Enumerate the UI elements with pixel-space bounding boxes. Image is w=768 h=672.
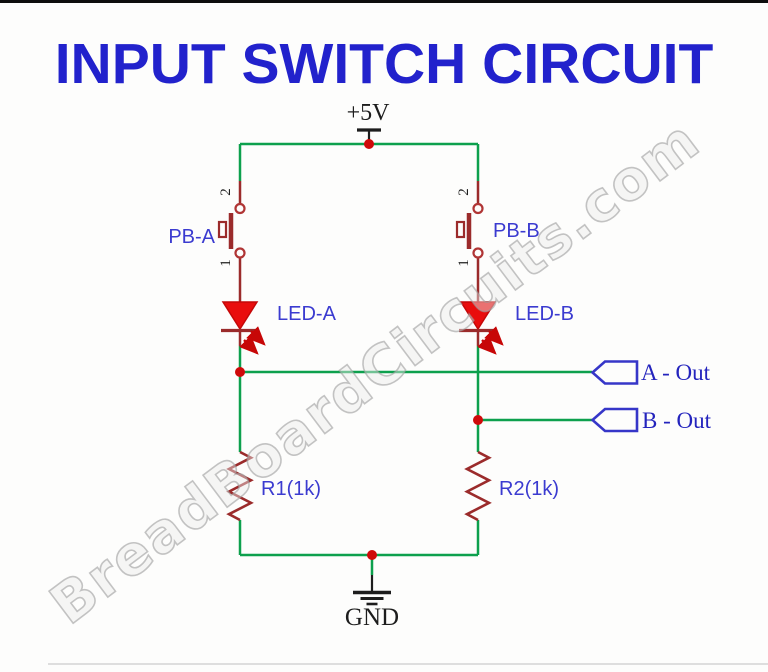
ledb-arrow-1	[484, 326, 504, 346]
pushbutton-a-symbol	[217, 202, 246, 259]
resistor-r1-label: R1(1k)	[261, 478, 322, 500]
ledb-diode-triangle	[459, 301, 497, 331]
b-out-label: B - Out	[642, 408, 711, 433]
led-b-symbol	[459, 301, 504, 355]
wires-net	[238, 142, 592, 575]
ground-label: GND	[344, 604, 400, 631]
ledb-emission-arrows	[477, 326, 504, 355]
pba-terminal-1	[234, 247, 246, 259]
pbb-terminal-1	[472, 247, 484, 259]
component-pins	[238, 181, 480, 346]
pbb-button-cap	[455, 220, 466, 239]
pba-pin1-number: 1	[218, 259, 234, 267]
power-label: +5V	[346, 100, 390, 126]
pushbutton-b-label: PB-B	[493, 220, 540, 242]
junction-ground	[367, 550, 377, 560]
page-title: INPUT SWITCH CIRCUIT	[54, 32, 714, 96]
ground-symbol	[353, 575, 391, 606]
pushbutton-a-label: PB-A	[168, 226, 215, 248]
leda-arrow-2	[239, 335, 259, 355]
led-b-label: LED-B	[515, 303, 574, 325]
pbb-pin2-number: 2	[456, 188, 472, 196]
bottom-divider-line	[48, 663, 768, 665]
b-out-terminal-tag	[590, 407, 639, 433]
resistor-r1-symbol	[226, 450, 254, 522]
pba-pin2-number: 2	[218, 188, 234, 196]
a-out-label: A - Out	[641, 360, 710, 385]
resistor-r2-label: R2(1k)	[499, 478, 560, 500]
leda-arrow-1	[246, 326, 266, 346]
junction-a-out	[235, 367, 245, 377]
output-tags	[590, 360, 639, 433]
pba-button-cap	[217, 220, 228, 239]
ledb-arrow-2	[477, 335, 497, 355]
junction-power	[364, 139, 374, 149]
junction-dots	[235, 139, 483, 560]
led-a-label: LED-A	[277, 303, 336, 325]
leda-emission-arrows	[239, 326, 266, 355]
pbb-terminal-2	[472, 202, 484, 215]
leda-diode-triangle	[221, 301, 259, 331]
led-a-symbol	[221, 301, 266, 355]
pbb-pin1-number: 1	[456, 259, 472, 267]
top-border-bar	[0, 0, 768, 3]
pushbutton-b-symbol	[455, 202, 484, 259]
a-out-terminal-tag	[590, 360, 639, 385]
junction-b-out	[473, 415, 483, 425]
pba-terminal-2	[234, 202, 246, 215]
resistor-r2-symbol	[464, 450, 492, 522]
